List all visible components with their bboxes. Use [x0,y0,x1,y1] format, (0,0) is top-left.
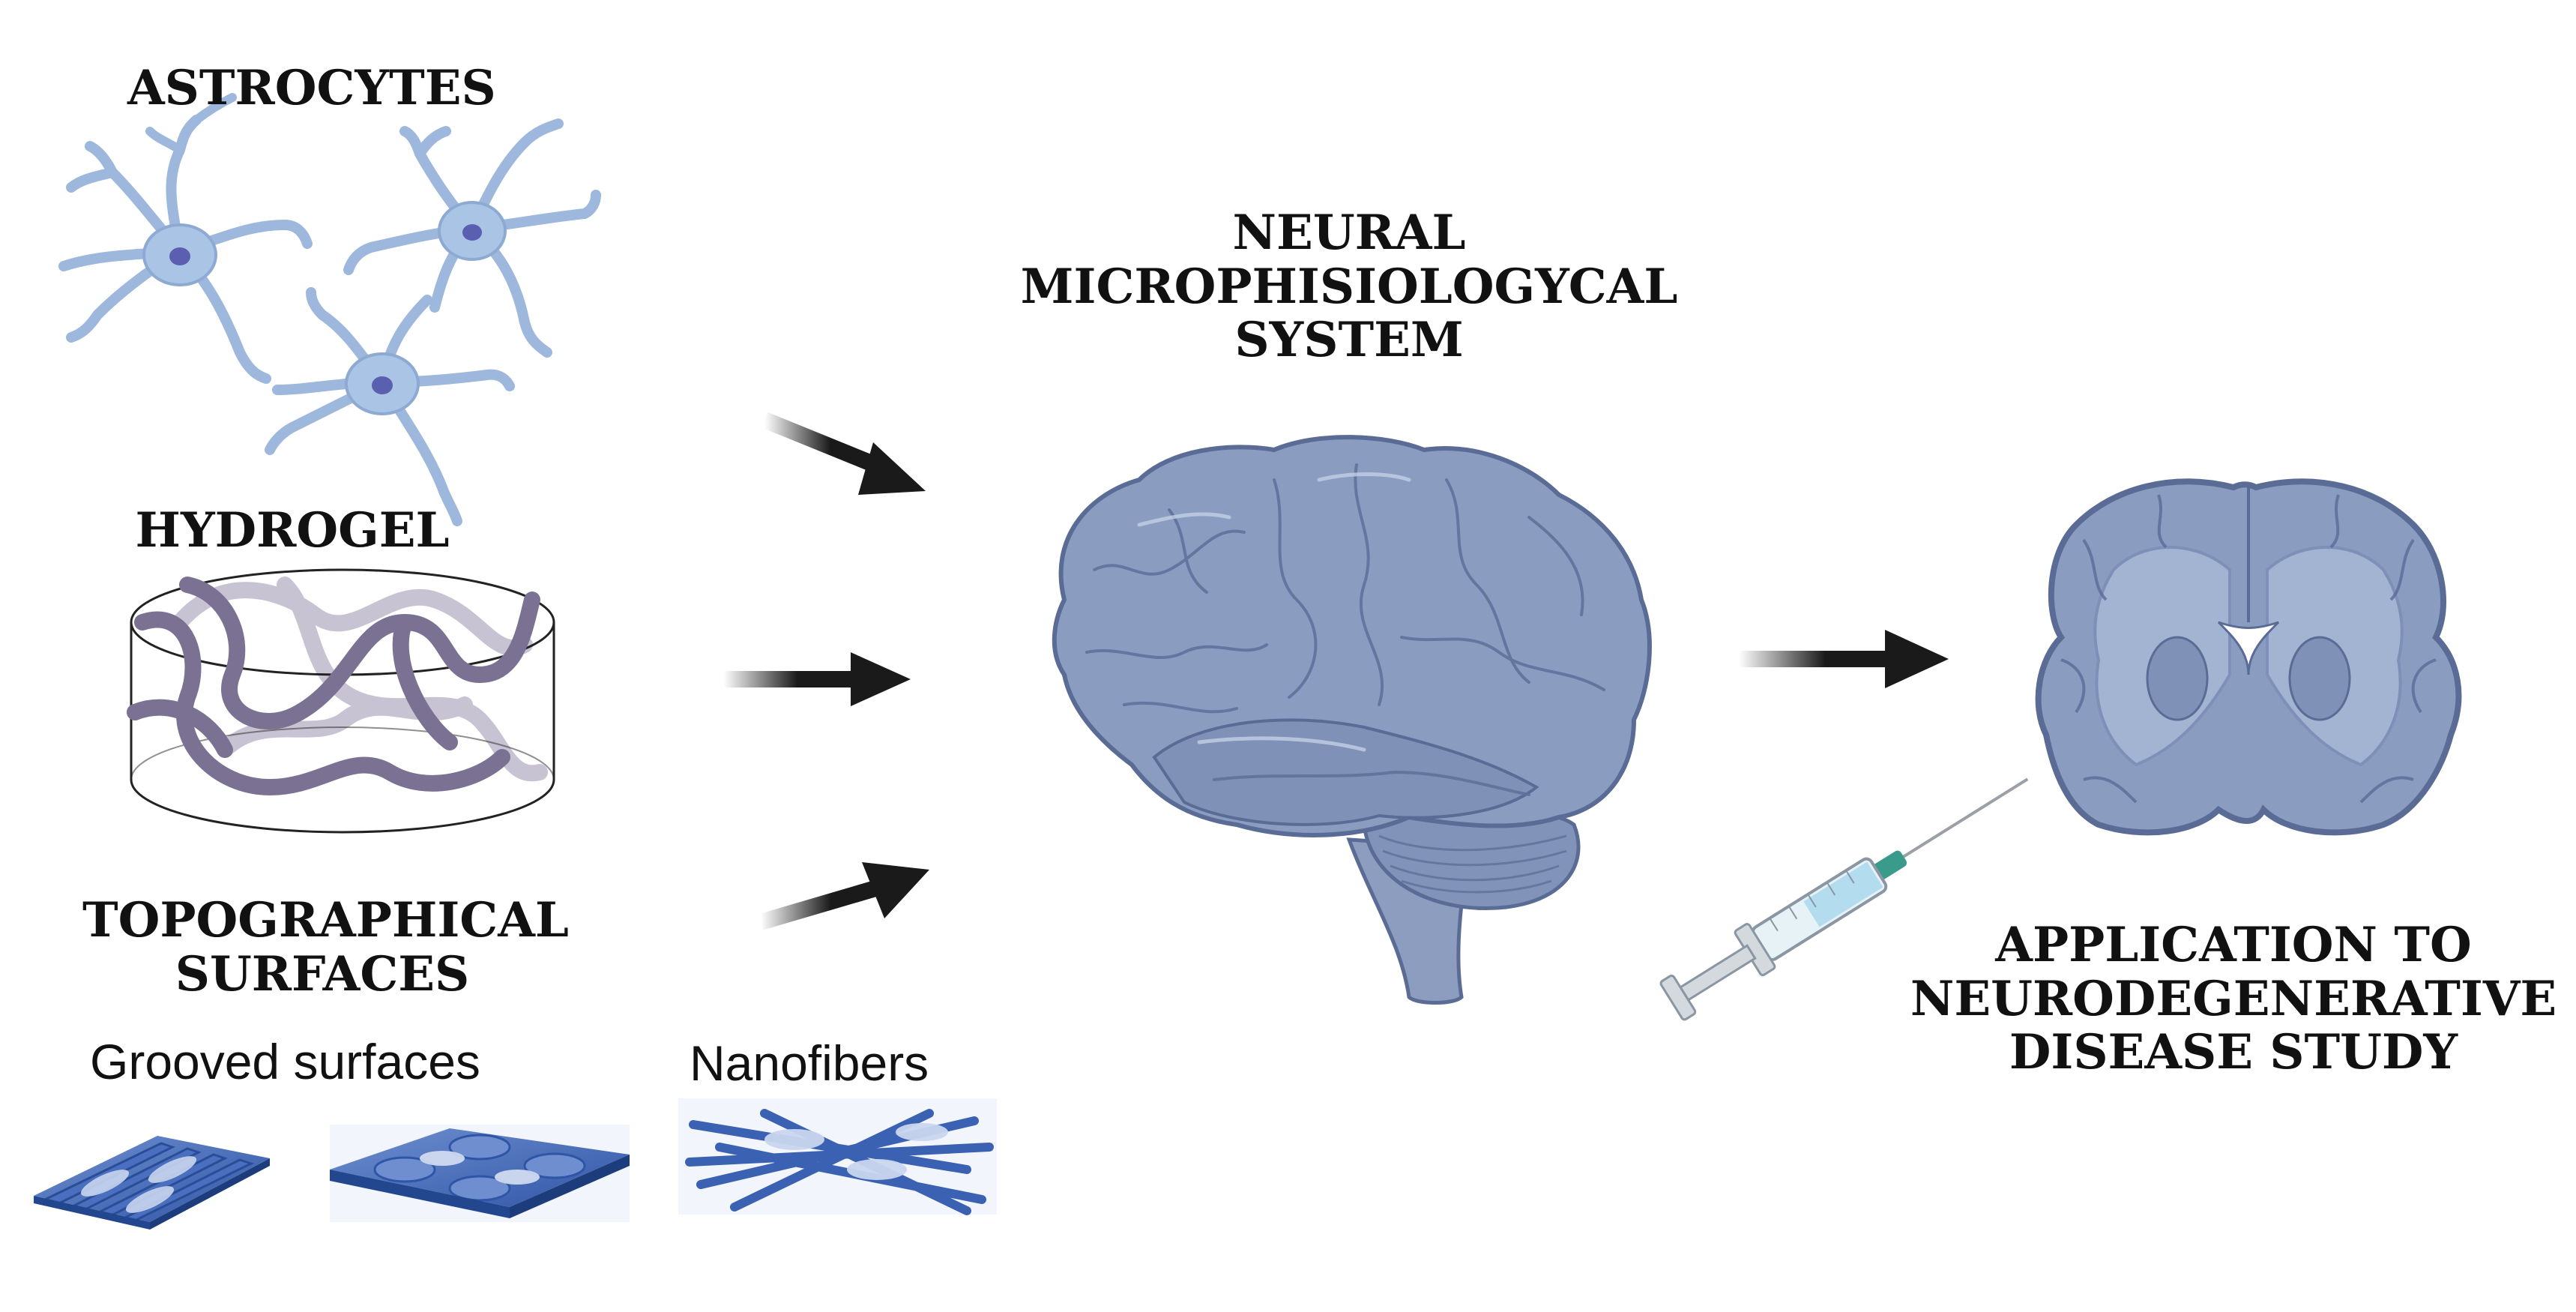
astrocytes-icon [58,93,601,526]
astrocytes-label-text: ASTROCYTES [127,60,496,116]
hydrogel-label-text: HYDROGEL [135,502,450,559]
hydrogel-fibers-front [127,577,540,795]
neural-mps-line-3: SYSTEM [1234,312,1464,369]
brain-section-icon [2035,478,2462,836]
grooved-surfaces-text: Grooved surfaces [90,1034,480,1089]
hydrogel-label: HYDROGEL [127,504,457,558]
arrow-hydrogel-to-brain [723,652,911,706]
topographical-surfaces-label: TOPOGRAPHICAL SURFACES [82,892,569,1002]
application-line-2: NEURODEGENERATIVE [1910,970,2557,1027]
nanofibers-caption: Nanofibers [690,1035,929,1092]
neural-mps-label: NEURAL MICROPHISIOLOGYCAL SYSTEM [974,206,1724,367]
grooved-surface-icon [34,1136,270,1230]
grooved-surfaces-caption: Grooved surfaces [90,1033,480,1090]
arrow-brain-to-application [1739,630,1949,688]
topographical-line-2: SURFACES [175,945,470,1002]
neural-mps-line-2: MICROPHISIOLOGYCAL [1020,258,1678,315]
application-line-3: DISEASE STUDY [2009,1024,2458,1081]
neural-mps-line-1: NEURAL [1232,205,1466,261]
nanofiber-surface-icon [678,1098,997,1215]
syringe-icon [1659,777,2029,1021]
topographical-line-1: TOPOGRAPHICAL [82,892,569,948]
hydrogel-icon [127,568,555,834]
application-line-1: APPLICATION TO [1995,917,2472,973]
application-label: APPLICATION TO NEURODEGENERATIVE DISEASE… [1904,918,2563,1080]
pillar-surface-icon [330,1125,630,1222]
hydrogel-cylinder-side [130,622,555,834]
astrocyte-cell-1 [58,93,313,384]
astrocytes-label: ASTROCYTES [127,60,496,116]
astrocyte-cell-3 [265,287,515,526]
arrow-surfaces-to-brain [758,862,929,930]
astrocyte-cell-2 [343,118,601,358]
nanofibers-text: Nanofibers [690,1035,929,1091]
brain-icon [1052,435,1652,1005]
arrow-astrocytes-to-brain [761,412,926,495]
